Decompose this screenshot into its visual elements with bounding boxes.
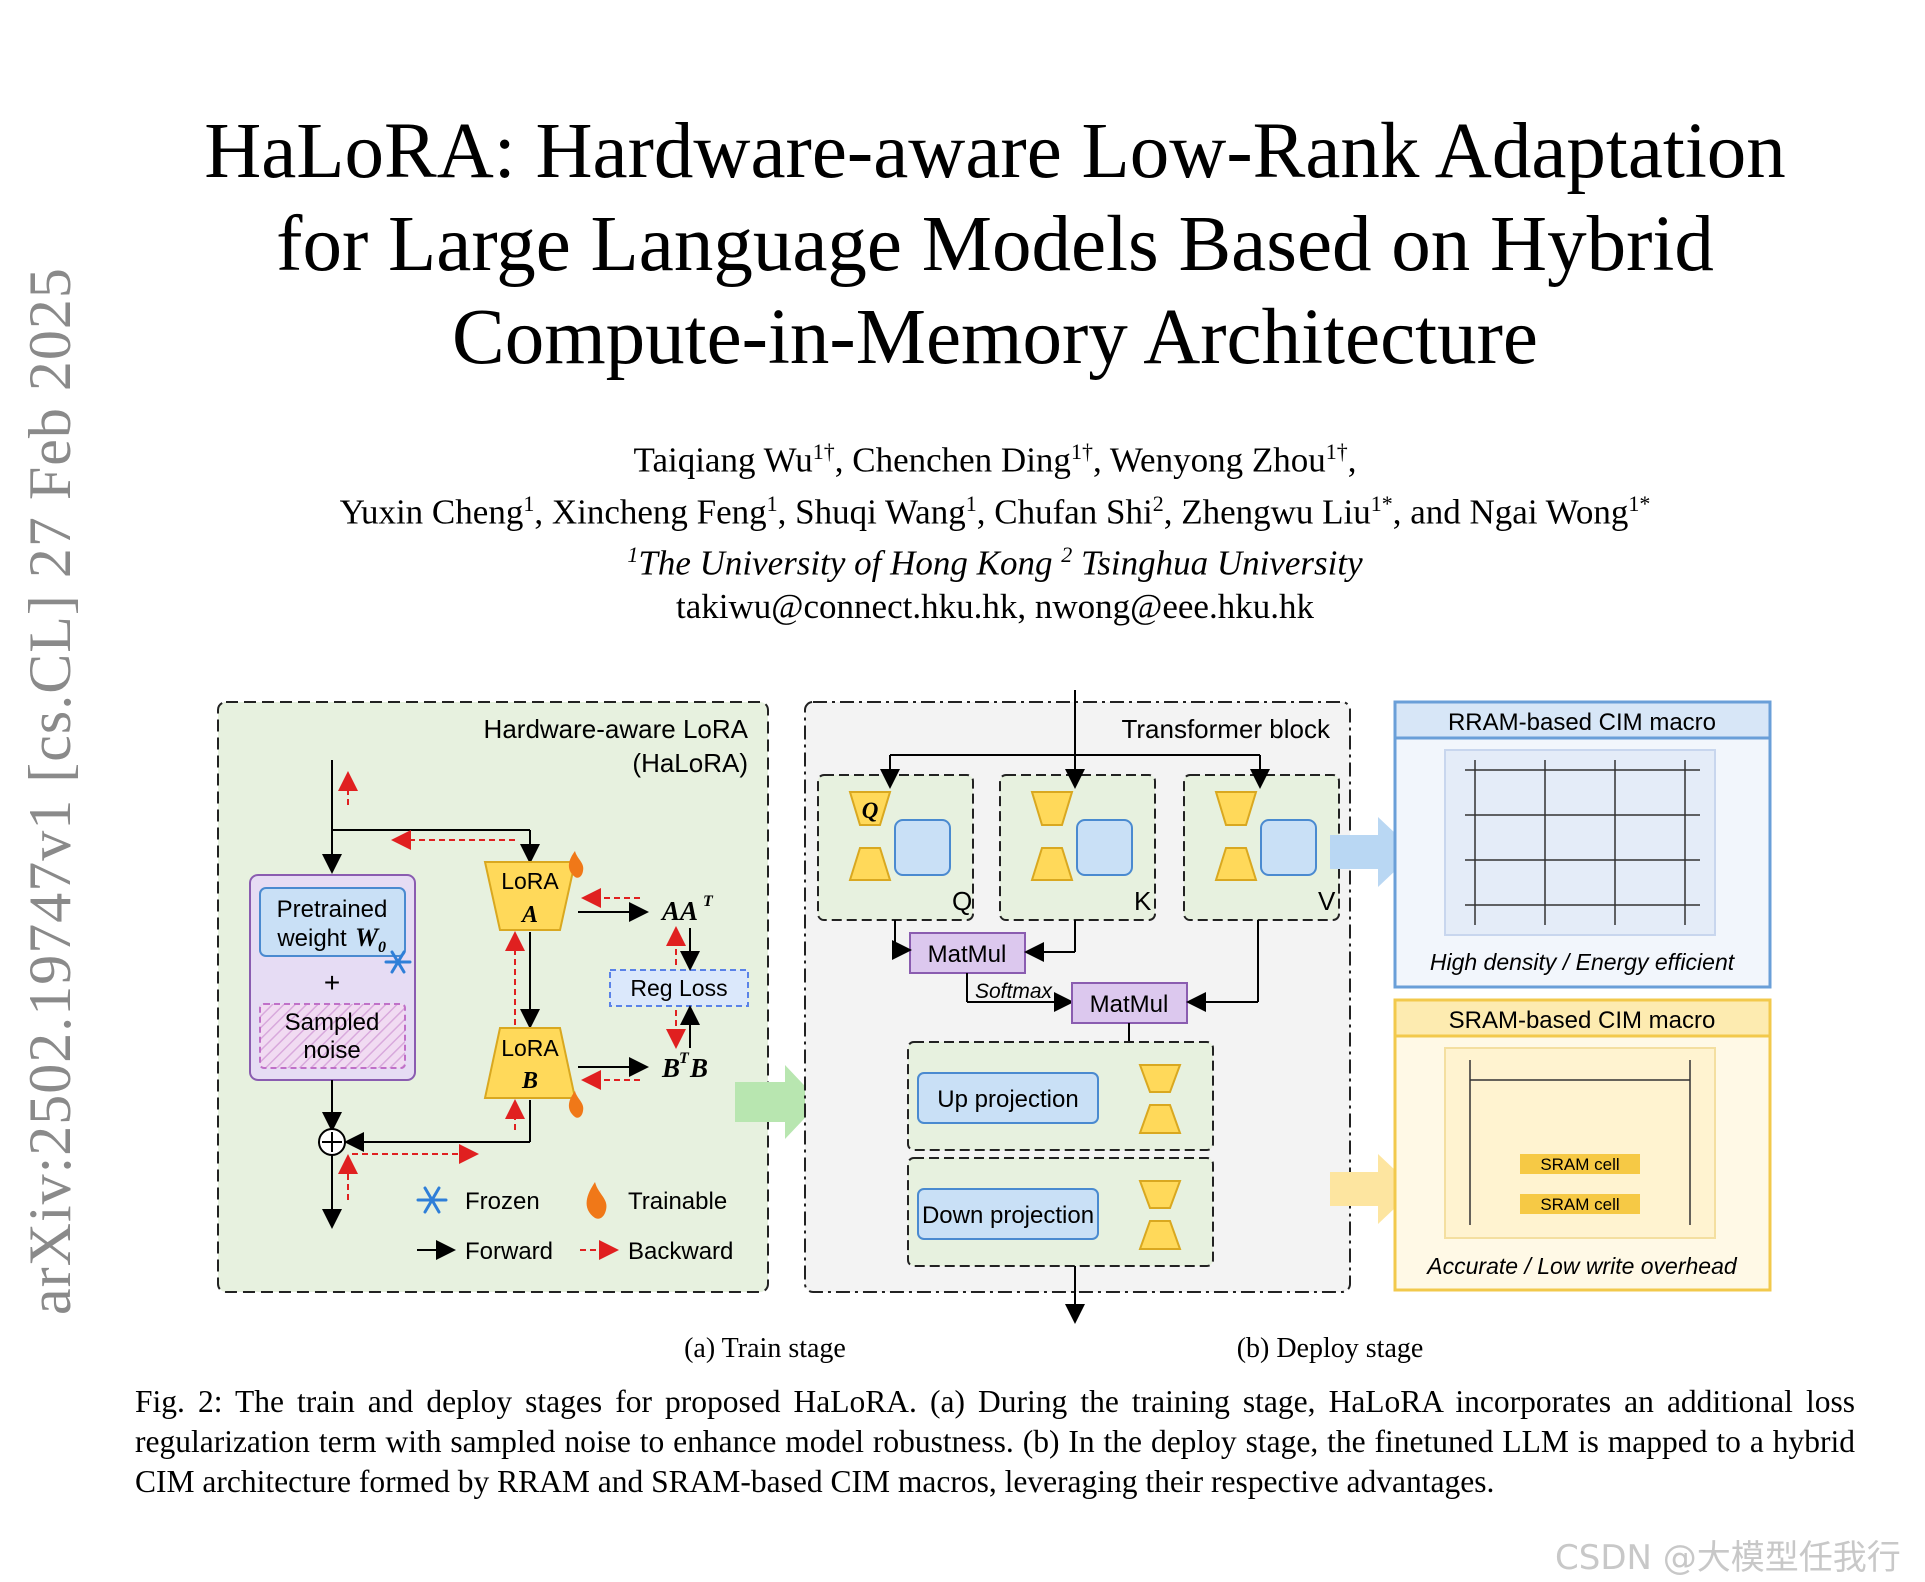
author: Zhengwu Liu	[1181, 492, 1371, 532]
down-projection-label: Down projection	[922, 1202, 1094, 1229]
author: and Ngai Wong	[1410, 492, 1629, 532]
aat-sup: T	[703, 893, 714, 910]
pretrained-label-1: Pretrained	[277, 896, 388, 923]
q-projection: Q Q	[817, 755, 974, 921]
lora-b-symbol: B	[521, 1068, 538, 1094]
sram-cell-1	[1520, 1154, 1640, 1174]
legend-forward: Forward	[465, 1238, 553, 1265]
transformer-panel: Transformer block Q Q K V	[804, 690, 1351, 1324]
author-sup: 1	[965, 490, 977, 516]
snowflake-icon	[384, 950, 412, 974]
watermark: CSDN @大模型任我行	[1555, 1538, 1901, 1578]
flame-icon	[586, 1182, 607, 1219]
sram-caption: Accurate / Low write overhead	[1425, 1253, 1738, 1279]
lora-b-label: LoRA	[501, 1035, 559, 1061]
btb-sup: T	[679, 1050, 690, 1067]
figure-caption: Fig. 2: The train and deploy stages for …	[135, 1384, 1855, 1499]
title-line-2: for Large Language Models Based on Hybri…	[276, 201, 1714, 288]
subcaption-a: (a) Train stage	[684, 1333, 846, 1364]
rram-caption: High density / Energy efficient	[1430, 949, 1736, 975]
pretrained-weight-box	[259, 887, 406, 957]
reg-loss-box	[609, 969, 749, 1007]
authors-line-2: Yuxin Cheng1, Xincheng Feng1, Shuqi Wang…	[339, 490, 1651, 532]
halora-title-1: Hardware-aware LoRA	[484, 714, 749, 744]
down-projection-box	[917, 1188, 1099, 1240]
sampled-label-1: Sampled	[285, 1009, 380, 1036]
halora-panel: Hardware-aware LoRA (HaLoRA) Pretrained …	[217, 701, 769, 1293]
emails: takiwu@connect.hku.hk, nwong@eee.hku.hk	[676, 586, 1314, 626]
w0-subscript: 0	[378, 939, 386, 956]
author: Shuqi Wang	[795, 492, 966, 532]
transformer-title: Transformer block	[1121, 714, 1331, 744]
flame-icon	[568, 851, 584, 878]
author-sup: 2	[1152, 490, 1164, 516]
sram-cell-2	[1520, 1194, 1640, 1214]
snowflake-icon	[416, 1186, 448, 1214]
author: Chenchen Ding	[852, 440, 1071, 480]
title-line-1: HaLoRA: Hardware-aware Low-Rank Adaptati…	[204, 108, 1786, 195]
q-label: Q	[952, 886, 972, 916]
sampled-noise-box	[259, 1003, 406, 1069]
lora-a-block	[483, 861, 577, 931]
affiliation-2: Tsinghua University	[1081, 543, 1363, 583]
pretrained-label-2: weight	[276, 925, 347, 952]
v-label: V	[1318, 886, 1336, 916]
author-sup: 1*	[1628, 490, 1651, 516]
author-sup: 1†	[1325, 439, 1348, 464]
matmul-2-label: MatMul	[1090, 991, 1169, 1018]
affiliations: 1The University of Hong Kong 2 Tsinghua …	[627, 542, 1363, 583]
author: Chufan Shi	[994, 492, 1153, 532]
lora-a-label: LoRA	[501, 868, 559, 894]
legend-backward: Backward	[628, 1238, 733, 1265]
sram-macro: SRAM-based CIM macro SRAM cell SRAM cell…	[1393, 998, 1772, 1292]
legend-trainable: Trainable	[628, 1188, 727, 1215]
paper-title: HaLoRA: Hardware-aware Low-Rank Adaptati…	[150, 105, 1840, 384]
authors-block: Taiqiang Wu1†, Chenchen Ding1†, Wenyong …	[150, 430, 1840, 628]
matmul-1-label: MatMul	[928, 941, 1007, 968]
v-projection: V	[1183, 755, 1340, 921]
up-projection-label: Up projection	[937, 1086, 1078, 1113]
sram-cell-2-label: SRAM cell	[1540, 1195, 1619, 1214]
sram-title: SRAM-based CIM macro	[1449, 1007, 1716, 1034]
legend-frozen: Frozen	[465, 1188, 540, 1215]
rram-macro: RRAM-based CIM macro High density / Ener…	[1393, 700, 1772, 989]
q-a: Q	[862, 798, 879, 823]
author-sup: 1*	[1370, 490, 1393, 516]
lora-a-symbol: A	[520, 902, 538, 928]
figure-2: Hardware-aware LoRA (HaLoRA) Pretrained …	[217, 690, 1772, 1364]
aat-symbol: AA	[660, 896, 698, 926]
author-sup: 1†	[1070, 439, 1093, 464]
title-line-3: Compute-in-Memory Architecture	[452, 294, 1538, 381]
up-projection-box	[917, 1072, 1099, 1124]
author-sup: 1†	[812, 439, 835, 464]
subcaption-b: (b) Deploy stage	[1237, 1333, 1424, 1364]
sampled-label-2: noise	[303, 1037, 360, 1064]
plus-sign: +	[324, 967, 340, 998]
author: Xincheng Feng	[551, 492, 767, 532]
author: Wenyong Zhou	[1109, 440, 1326, 480]
k-projection: K	[999, 755, 1156, 921]
rram-title: RRAM-based CIM macro	[1448, 709, 1716, 736]
author: Taiqiang Wu	[633, 440, 813, 480]
author: Yuxin Cheng	[339, 492, 524, 532]
author-sup: 1	[766, 490, 778, 516]
halora-title-2: (HaLoRA)	[632, 748, 748, 778]
sram-cell-1-label: SRAM cell	[1540, 1155, 1619, 1174]
btb-symbol-1: B	[661, 1053, 680, 1083]
authors-line-1: Taiqiang Wu1†, Chenchen Ding1†, Wenyong …	[633, 439, 1357, 480]
btb-symbol-2: B	[689, 1053, 708, 1083]
softmax-label: Softmax	[975, 980, 1054, 1003]
affiliation-1: The University of Hong Kong	[638, 543, 1053, 583]
reg-loss-label: Reg Loss	[630, 975, 727, 1001]
flame-icon	[568, 1091, 584, 1118]
k-label: K	[1134, 886, 1152, 916]
arxiv-stamp: arXiv:2502.19747v1 [cs.CL] 27 Feb 2025	[17, 267, 83, 1315]
author-sup: 1	[523, 490, 535, 516]
w0-symbol: W	[355, 923, 380, 952]
stage-arrow	[735, 1065, 820, 1139]
